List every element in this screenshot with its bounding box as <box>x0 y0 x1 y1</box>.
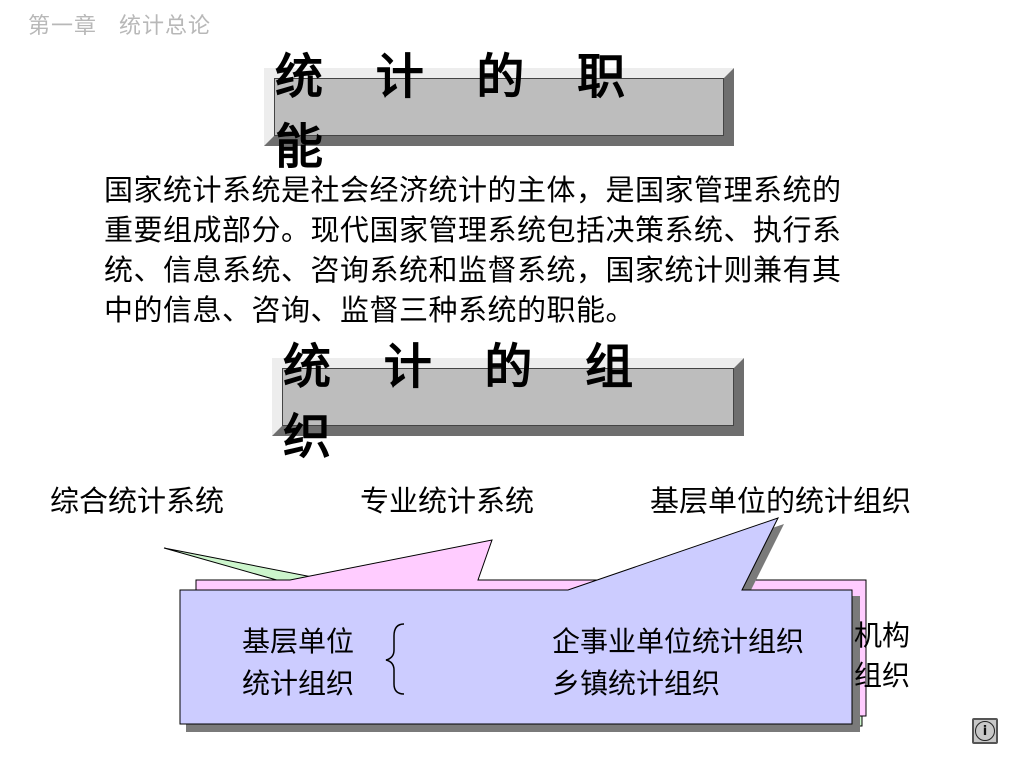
paragraph-line: 国家统计系统是社会经济统计的主体，是国家管理系统的 <box>104 173 842 207</box>
peek-text-line1: 机构 <box>854 619 911 652</box>
info-icon: i <box>975 721 995 741</box>
label-grassroots-organization: 基层单位的统计组织 <box>650 484 912 518</box>
township-stat-org: 乡镇统计组织 <box>552 667 721 700</box>
chapter-header: 第一章统计总论 <box>28 8 211 40</box>
callout-blue[interactable] <box>179 517 853 725</box>
paragraph-line: 中的信息、咨询、监督三种系统的职能。 <box>104 293 636 327</box>
paragraph-line: 统、信息系统、咨询系统和监督系统，国家统计则兼有其 <box>104 253 842 287</box>
paragraph-line: 重要组成部分。现代国家管理系统包括决策系统、执行系 <box>104 213 842 247</box>
peek-text-line2: 组织 <box>854 659 911 692</box>
functions-paragraph: 国家统计系统是社会经济统计的主体，是国家管理系统的 重要组成部分。现代国家管理系… <box>104 170 964 330</box>
curly-brace <box>385 623 405 695</box>
chapter-number: 第一章 <box>28 14 98 39</box>
info-button[interactable]: i <box>972 718 998 744</box>
grassroots-left-line2: 统计组织 <box>242 667 355 700</box>
chapter-topic: 统计总论 <box>119 14 212 39</box>
label-professional-system: 专业统计系统 <box>360 484 535 518</box>
enterprise-stat-org: 企事业单位统计组织 <box>552 625 805 658</box>
label-comprehensive-system: 综合统计系统 <box>50 484 225 518</box>
grassroots-left-line1: 基层单位 <box>242 625 355 658</box>
